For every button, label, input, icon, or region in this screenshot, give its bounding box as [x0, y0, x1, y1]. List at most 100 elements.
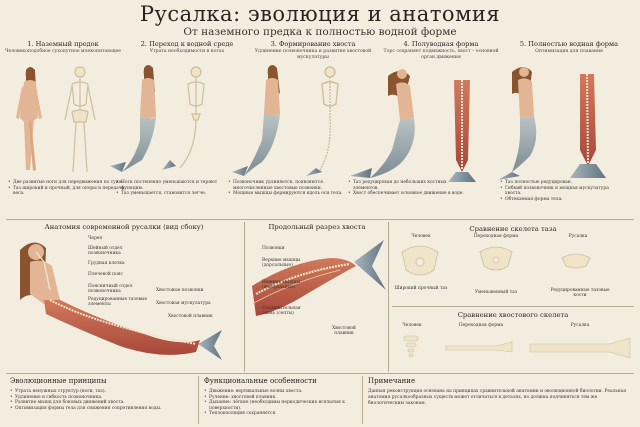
- divider-bottom-1: [198, 376, 199, 424]
- tail-skeleton-human: [403, 335, 419, 358]
- label-vertebrae: Позвонки: [262, 246, 285, 251]
- feature-item: Движение: вертикальные волны хвоста.: [204, 389, 358, 395]
- stage-3: 3. Формирование хвоста Удлинение позвоно…: [250, 40, 376, 60]
- stage-5-desc: Оптимизация для плавания: [535, 49, 603, 54]
- pelvis-head-transitional: Переходная форма: [473, 234, 519, 239]
- divider-bottom-2: [362, 376, 363, 424]
- label-tail-fin: Хвостовой плавник: [168, 314, 213, 319]
- stage-5-bullet: Таз полностью редуцирован.: [500, 180, 618, 186]
- label-tail-vertebrae: Хвостовые позвонки: [156, 288, 204, 293]
- stage-2-desc: Утрата необходимости в ногах: [149, 49, 225, 54]
- label-lumbar: Поясничный отдел позвоночника: [88, 284, 133, 295]
- label-upper-muscle: Верхние мышцы (дорсальные): [262, 258, 301, 269]
- note-title: Примечание: [368, 377, 416, 385]
- principle-item: Оптимизация формы тела для снижения сопр…: [10, 406, 194, 412]
- stage-4-title: 4. Полуводная форма: [403, 40, 479, 48]
- stage-2-bullets: Ноги постепенно уменьшаются и теряют фун…: [116, 180, 234, 197]
- stage-2-bullet: Таз уменьшается, становится легче.: [116, 191, 234, 197]
- anatomy-title: Анатомия современной русалки (вид сбоку): [44, 223, 204, 231]
- stage-1-bullets: Две развитые ноги для передвижения по су…: [8, 180, 126, 197]
- stage-1: 1. Наземный предок Человекоподобное сухо…: [0, 40, 126, 55]
- stage-5-figure: [498, 67, 537, 180]
- stage-4-skeleton: [448, 80, 476, 182]
- features-title: Функциональные особенности: [204, 377, 317, 385]
- section-title: Продольный разрез хвоста: [268, 223, 366, 231]
- tail-section-figure: [251, 240, 386, 316]
- stage-5-bullets: Таз полностью редуцирован. Гибкий позвон…: [500, 180, 618, 202]
- stage-2-skeleton: [162, 66, 205, 170]
- stage-3-bullets: Позвоночник удлиняется, появляются много…: [228, 180, 346, 197]
- pelvis-head-human: Человек: [411, 234, 431, 239]
- stage-2: 2. Переход к водной среде Утрата необход…: [124, 40, 250, 55]
- pelvis-transitional: [479, 246, 513, 271]
- note-text: Данная реконструкция основана на принцип…: [368, 389, 627, 406]
- feature-item: Дыхание: лёгкие (необходимы периодически…: [204, 400, 358, 411]
- pelvis-head-mermaid: Русалка: [568, 234, 588, 239]
- stage-1-bullet: Две развитые ноги для передвижения по су…: [8, 180, 126, 186]
- stage-4-bullets: Таз редуцирован до небольших костных эле…: [348, 180, 466, 197]
- tail-head-mermaid: Русалка: [570, 323, 590, 328]
- divider-left: [244, 222, 245, 372]
- label-skull: Череп: [88, 236, 103, 241]
- anatomy-figure: [20, 242, 222, 360]
- feature-item: Руление: хвостовой плавник.: [204, 395, 358, 401]
- tail-skeleton-title: Сравнение хвостового скелета: [457, 311, 569, 319]
- stage-4-bullet: Хвост обеспечивает основное движение в в…: [348, 191, 466, 197]
- stage-3-skeleton: [306, 66, 339, 176]
- stage-5-skeleton: [570, 73, 606, 178]
- tail-head-human: Человек: [402, 323, 422, 328]
- divider-right: [388, 222, 389, 372]
- label-tail-muscles: Хвостовая мускулатура: [156, 301, 211, 306]
- stage-3-bullet: Позвоночник удлиняется, появляются много…: [228, 180, 346, 191]
- stage-1-title: 1. Наземный предок: [27, 40, 99, 48]
- stage-5-title: 5. Полностью водная форма: [519, 40, 619, 48]
- label-shoulder: Плечевой пояс: [88, 272, 123, 277]
- label-ribcage: Грудная клетка: [88, 261, 125, 266]
- stage-3-title: 3. Формирование хвоста: [270, 40, 356, 48]
- stage-3-desc: Удлинение позвоночника и развитие хвосто…: [254, 49, 372, 60]
- divider-top: [6, 219, 634, 220]
- principles-title: Эволюционные принципы: [10, 377, 107, 385]
- stage-5-bullet: Гибкий позвоночник и мощная мускулатура …: [500, 186, 618, 197]
- principle-item: Развитие мышц для боковых движений хвост…: [10, 400, 194, 406]
- stage-5-bullet: Обтекаемая форма тела.: [500, 197, 618, 203]
- divider-mid-right: [392, 306, 634, 307]
- label-lower-muscle: Нижние мышцы (вентральные): [262, 280, 300, 291]
- stage-4: 4. Полуводная форма Торс сохраняет подви…: [378, 40, 504, 60]
- page-subtitle: От наземного предка к полностью водной ф…: [183, 26, 457, 38]
- stage-3-figure: [232, 65, 280, 176]
- label-cervical: Шейный отдел позвоночника: [88, 246, 123, 257]
- tail-head-transitional: Переходная форма: [458, 323, 504, 328]
- principles-list: Утрата ненужных структур (ноги, таз). Уд…: [10, 389, 194, 411]
- page-title: Русалка: эволюция и анатомия: [139, 2, 501, 26]
- stage-4-desc: Торс сохраняет подвижность, хвост – осно…: [383, 49, 499, 60]
- pelvis-title: Сравнение скелета таза: [469, 225, 557, 233]
- stage-5: 5. Полностью водная форма Оптимизация дл…: [506, 40, 632, 55]
- divider-bottom: [6, 373, 634, 374]
- label-reduced-pelvis: Редуцированные тазовые элементы: [88, 297, 148, 308]
- features-list: Движение: вертикальные волны хвоста. Рул…: [204, 389, 358, 417]
- label-section-fin: Хвостовой плавник: [332, 326, 356, 337]
- stage-1-desc: Человекоподобное сухопутное млекопитающе…: [5, 49, 121, 54]
- stage-2-title: 2. Переход к водной среде: [140, 40, 234, 48]
- stage-2-figure: [110, 65, 156, 172]
- stage-4-bullet: Таз редуцирован до небольших костных эле…: [348, 180, 466, 191]
- principle-item: Удлинение и гибкость позвоночника.: [10, 395, 194, 401]
- pelvis-caption-human: Широкий прочный таз: [394, 286, 448, 291]
- pelvis-mermaid: [561, 253, 591, 269]
- pelvis-caption-transitional: Уменьшенный таз: [474, 290, 518, 295]
- stage-2-bullet: Ноги постепенно уменьшаются и теряют фун…: [116, 180, 234, 191]
- principle-item: Утрата ненужных структур (ноги, таз).: [10, 389, 194, 395]
- pelvis-caption-mermaid: Редуцированные тазовые кости: [550, 288, 610, 299]
- pelvis-human: [401, 245, 439, 276]
- tail-skeleton-transitional: [445, 341, 513, 353]
- stage-1-human-figure: [16, 67, 42, 171]
- feature-item: Теплоизоляция сохраняется.: [204, 411, 358, 417]
- stage-4-figure: [350, 69, 415, 178]
- stage-1-skeleton: [64, 66, 96, 173]
- stage-1-bullet: Таз широкий и прочный, для опоры и перед…: [8, 186, 126, 197]
- label-connective: Соединительная ткань (септы): [262, 306, 301, 317]
- stage-3-bullet: Мощные мышцы формируются вдоль оси тела.: [228, 191, 346, 197]
